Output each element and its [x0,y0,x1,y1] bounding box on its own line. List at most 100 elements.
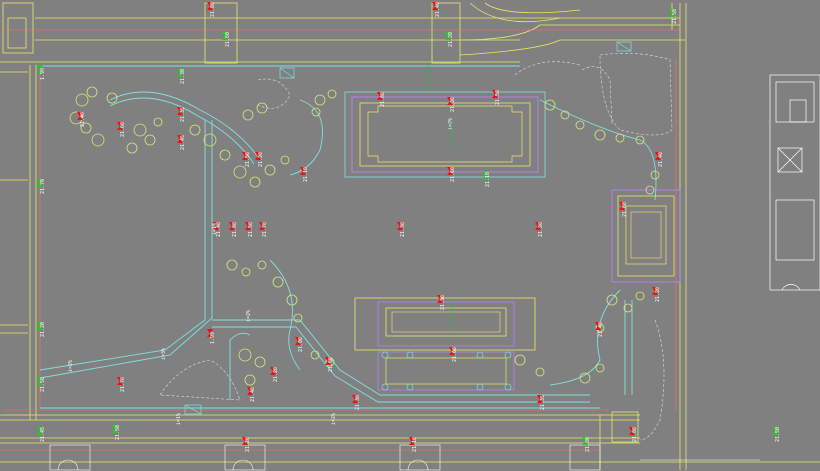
elevation-marker: 1.99 [207,329,216,344]
elevation-label: 21.50 [40,377,46,392]
marker-triangle [245,222,251,230]
elevation-label: 21.80 [632,427,638,442]
elevation-label: 21.20 [538,222,544,237]
elevation-label: 21.20 [258,152,264,167]
elevation-marker: 21.60 [117,122,126,137]
elevation-marker: 21.10 [300,167,309,182]
elevation-label: 21.35 [540,395,546,410]
elevation-marker: 21.70 [259,222,268,237]
elevation-marker: 21.70 [117,377,126,392]
elevation-label: 21.50 [495,90,501,105]
elevation-label: 21.30 [180,69,186,84]
elevation-marker: 21.20 [37,322,46,337]
elevation-marker: 21.30 [352,395,361,410]
slope-label: i=2% [246,310,252,322]
elevation-label: 1.99 [40,68,46,80]
elevation-label: 21.35 [180,107,186,122]
marker-triangle [255,152,261,160]
elevation-marker: 21.60 [449,347,458,362]
slope-labels: i=2%i=1%i=2%i=3%i=2%i=1%i=2% [68,118,454,425]
marker-triangle [492,90,498,98]
elevation-label: 21.10 [485,172,491,187]
elevation-label: 21.60 [120,122,126,137]
marker-triangle [37,322,43,330]
marker-triangle [177,135,183,143]
marker-triangle [270,367,276,375]
elevation-marker: 21.30 [447,97,456,112]
lawn-outlines [159,53,673,441]
elevation-label: 21.70 [262,222,268,237]
elevation-label: 21.60 [225,32,231,47]
elevation-marker: 21.50 [37,377,46,392]
elevation-label: 21.30 [450,97,456,112]
marker-triangle [629,427,635,435]
elevation-label: 21.45 [40,427,46,442]
elevation-marker: 21.80 [377,92,386,107]
elevation-marker: 21.35 [537,395,546,410]
marker-triangle [229,222,235,230]
elevation-marker: 21.20 [242,437,251,452]
marker-triangle [669,9,675,17]
marker-triangle [482,172,488,180]
marker-triangle [213,222,219,230]
slope-label: i=2% [448,118,454,130]
marker-triangle [447,167,453,175]
elevation-label: 21.45 [180,135,186,150]
elevation-label: 21.30 [400,222,406,237]
marker-triangle [300,167,306,175]
marker-triangle [447,97,453,105]
marker-triangle [377,92,383,100]
elevation-label: 21.80 [380,92,386,107]
marker-triangle [449,347,455,355]
elevation-label: 21.30 [585,437,591,452]
elevation-marker: 21.50 [245,222,254,237]
marker-triangle [409,437,415,445]
elevation-marker: 21.50 [772,427,781,442]
marker-triangle [352,395,358,403]
elevation-label: 21.20 [273,367,279,382]
elevation-label: 21.70 [120,377,126,392]
elevation-marker: 21.20 [652,287,661,302]
marker-triangle [37,179,43,187]
marker-triangle [535,222,541,230]
marker-triangle [112,425,118,433]
elevation-marker: 21.80 [229,222,238,237]
marker-triangle [652,287,658,295]
marker-triangle [295,337,301,345]
elevation-label: 21.60 [450,167,456,182]
marker-triangle [655,152,661,160]
elevation-label: 1.99 [210,332,216,344]
elevation-marker: 21.60 [222,32,231,47]
elevation-label: 21.30 [440,295,446,310]
elevation-label: 21.40 [598,322,604,337]
elevation-marker: 1.99 [37,65,46,80]
elevation-marker: 21.20 [535,222,544,237]
marker-triangle [242,437,248,445]
marker-triangle [77,112,83,120]
elevation-marker: 21.50 [242,152,251,167]
garden-paths [39,65,657,409]
marker-triangle [582,437,588,445]
elevation-label: 21.50 [115,425,121,440]
marker-triangle [247,387,253,395]
drainage-lines [427,62,453,330]
elevation-label: 21.60 [622,202,628,217]
elevation-label: 21.20 [448,32,454,47]
elevation-label: 21.10 [412,437,418,452]
spot-elevation-markers: 1.99 21.80 21.60 21.40 21.20 21.50 21.70 21.30 2… [37,2,781,452]
elevation-marker: 21.10 [482,172,491,187]
elevation-marker: 21.70 [37,179,46,194]
marker-triangle [445,32,451,40]
marker-triangle [177,107,183,115]
elevation-label: 21.60 [452,347,458,362]
elevation-label: 21.60 [328,357,334,372]
elevation-label: 21.80 [232,222,238,237]
elevation-marker: 21.50 [112,425,121,440]
elevation-marker: 21.60 [447,167,456,182]
marker-triangle [259,222,265,230]
pavilion-east [611,189,681,283]
marker-triangle [207,329,213,337]
marker-triangle [595,322,601,330]
marker-triangle [397,222,403,230]
